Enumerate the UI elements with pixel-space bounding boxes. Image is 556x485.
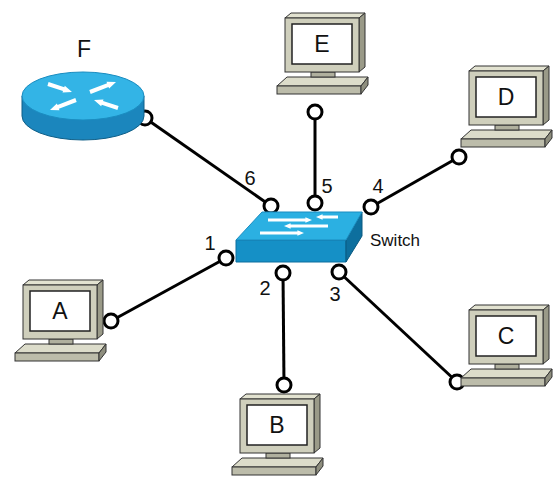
computer-node: B [230,393,325,483]
text-holder: E [292,24,352,64]
device-letter: D [498,86,515,109]
device-letter: A [52,300,67,323]
network-cable [111,258,226,321]
port-number: 5 [321,176,332,196]
router-node: F [20,70,148,142]
device-letter: E [314,33,329,56]
port-circle [276,266,290,280]
pc-icon [275,12,370,102]
network-cable [314,112,317,203]
text-holder: C [476,316,536,356]
text-holder: Switch [370,228,420,252]
port-circle [332,265,346,279]
device-letter: C [498,325,515,348]
computer-node: C [459,304,554,394]
text-holder: B [247,405,307,445]
text-holder: D [476,77,536,117]
router-icon [20,70,148,142]
pc-icon [459,304,554,394]
text-holder: F [20,36,148,62]
network-cable [283,273,284,385]
port-circle [219,251,233,265]
port-number: 1 [204,233,215,253]
pc-icon [13,279,108,369]
pc-icon [230,393,325,483]
port-circle [308,196,322,210]
port-circle [104,314,118,328]
port-number: 4 [372,176,383,196]
pc-icon [459,65,554,155]
device-letter: F [77,38,91,61]
switch-icon [228,200,368,276]
computer-node: D [459,65,554,155]
switch-node: Switch [228,200,368,276]
port-circle [452,150,466,164]
computer-node: E [275,12,370,102]
port-number: 3 [329,284,340,304]
device-name: Switch [370,232,420,249]
device-letter: B [269,414,284,437]
port-circle [277,378,291,392]
network-cable [339,272,457,382]
computer-node: A [13,279,108,369]
port-circle [308,105,322,119]
text-holder: A [30,291,90,331]
port-number: 2 [259,278,270,298]
port-number: 6 [244,168,255,188]
port-circle [364,200,378,214]
network-cable [371,157,459,207]
network-cable [145,118,271,206]
port-circle [264,199,278,213]
